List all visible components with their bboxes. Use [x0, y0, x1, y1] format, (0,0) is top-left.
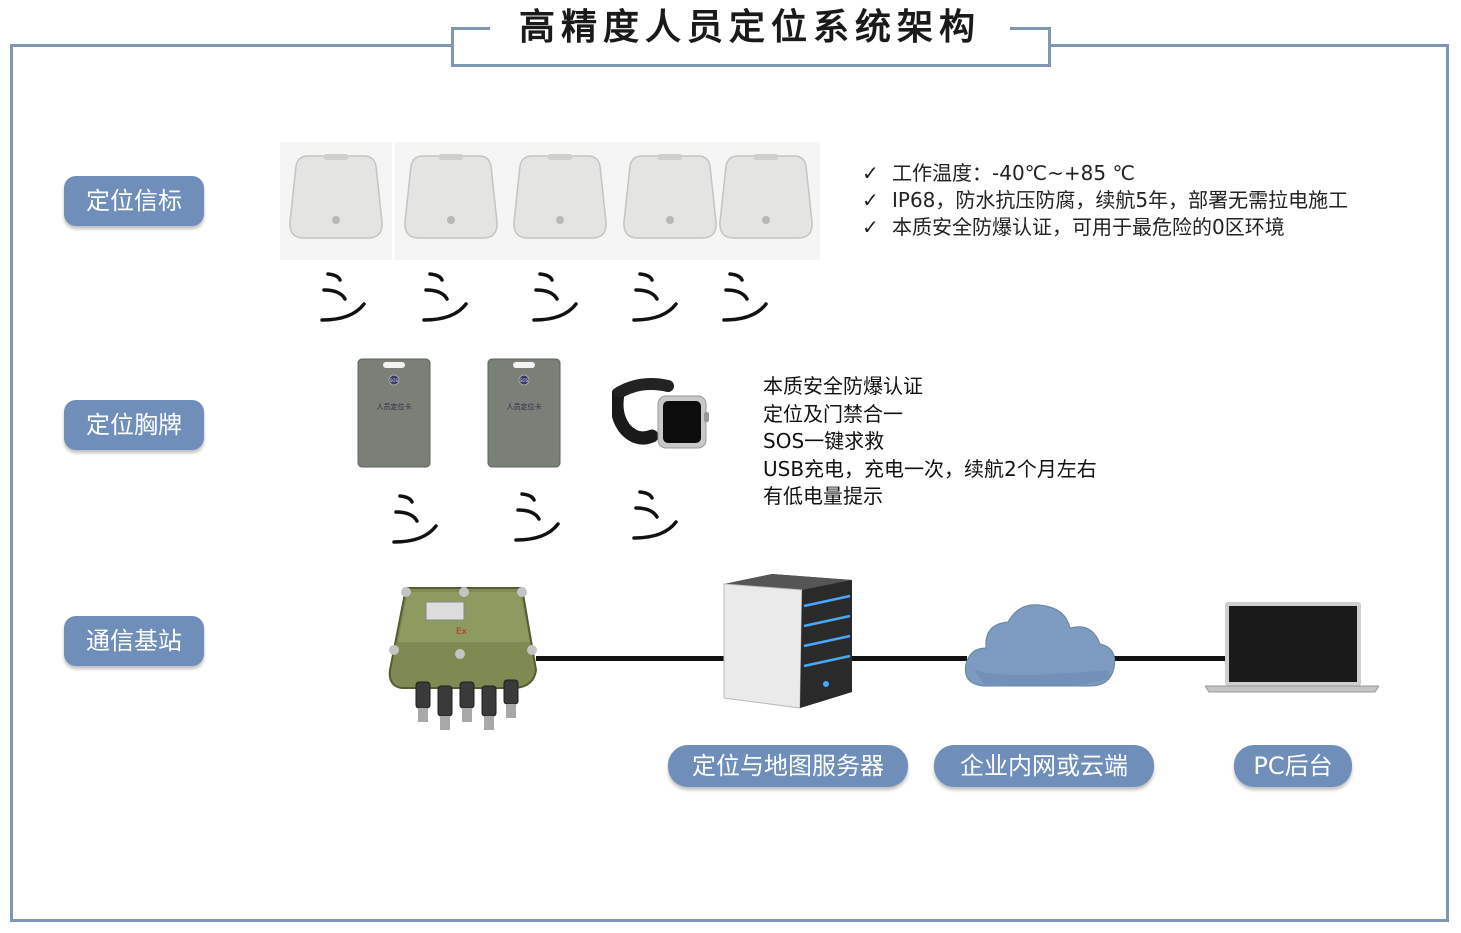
spec-item: ✓工作温度：-40℃~+85 ℃	[862, 161, 1135, 185]
checkmark-icon: ✓	[862, 188, 879, 212]
feature-item: 本质安全防爆认证	[763, 374, 923, 398]
badge-feature-list: 本质安全防爆认证 定位及门禁合一 SOS一键求救 USB充电，充电一次，续航2个…	[763, 373, 1097, 511]
row-label-badge: 定位胸牌	[64, 400, 204, 450]
feature-item: SOS一键求救	[763, 429, 885, 453]
checkmark-icon: ✓	[862, 215, 879, 239]
pc-label: PC后台	[1234, 745, 1352, 787]
connection-line	[852, 656, 967, 661]
cloud-icon	[964, 604, 1116, 687]
badge-card-icon: SOS 人员定位卡	[357, 358, 431, 468]
row-label-beacon: 定位信标	[64, 176, 204, 226]
signal-waves-icon	[392, 494, 438, 544]
beacon-icon	[623, 154, 717, 239]
badge-card-icon: SOS 人员定位卡	[487, 358, 561, 468]
feature-item: 有低电量提示	[763, 484, 883, 508]
beacon-spec-list: ✓工作温度：-40℃~+85 ℃ ✓IP68，防水抗压防腐，续航5年，部署无需拉…	[862, 160, 1348, 241]
server-icon	[723, 574, 852, 709]
connection-line	[1112, 656, 1230, 661]
svg-text:SOS: SOS	[520, 378, 529, 383]
laptop-icon	[1205, 602, 1379, 693]
cloud-label: 企业内网或云端	[934, 745, 1154, 787]
server-label: 定位与地图服务器	[668, 745, 908, 787]
checkmark-icon: ✓	[862, 161, 879, 185]
svg-text:人员定位卡: 人员定位卡	[507, 402, 542, 411]
page-title: 高精度人员定位系统架构	[490, 2, 1010, 54]
row-label-base-station: 通信基站	[64, 616, 204, 666]
svg-text:人员定位卡: 人员定位卡	[377, 402, 412, 411]
signal-waves-icon	[514, 492, 560, 542]
signal-waves-icon	[532, 272, 578, 322]
feature-item: USB充电，充电一次，续航2个月左右	[763, 456, 1097, 481]
signal-waves-icon	[632, 490, 678, 540]
signal-waves-icon	[422, 272, 468, 322]
smartwatch-icon	[612, 378, 709, 449]
connection-line	[536, 656, 726, 661]
spec-item: ✓本质安全防爆认证，可用于最危险的0区环境	[862, 215, 1285, 239]
beacon-icon	[404, 154, 498, 239]
signal-waves-icon	[320, 272, 366, 322]
beacon-icon	[719, 154, 813, 239]
beacon-icon	[289, 154, 383, 239]
svg-text:SOS: SOS	[390, 378, 399, 383]
beacon-icon	[513, 154, 607, 239]
feature-item: 定位及门禁合一	[763, 401, 903, 426]
svg-text:Ex: Ex	[456, 627, 468, 637]
spec-item: ✓IP68，防水抗压防腐，续航5年，部署无需拉电施工	[862, 188, 1349, 212]
signal-waves-icon	[632, 272, 678, 322]
signal-waves-icon	[722, 272, 768, 322]
base-station-icon: Ex	[388, 587, 538, 730]
